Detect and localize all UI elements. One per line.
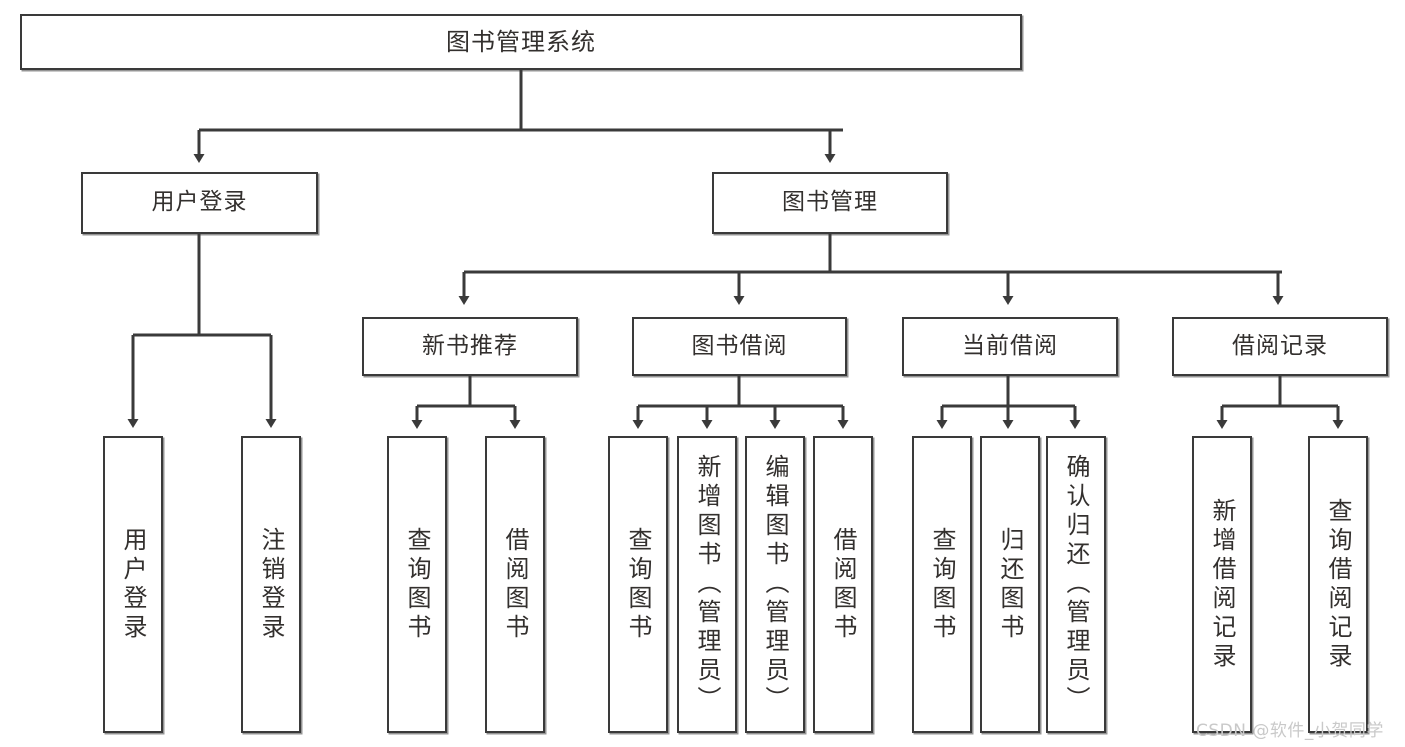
node-leaf-confirm-return-label: 确认归还（管理员）: [1062, 454, 1090, 715]
node-leaf-query-book-3[interactable]: 查询图书: [912, 436, 972, 733]
node-root-label: 图书管理系统: [446, 27, 596, 56]
node-leaf-logout-login-label: 注销登录: [257, 526, 285, 643]
node-leaf-confirm-return[interactable]: 确认归还（管理员）: [1046, 436, 1106, 733]
node-borrow-record-label: 借阅记录: [1232, 332, 1328, 359]
node-leaf-query-book-2-label: 查询图书: [624, 526, 652, 643]
node-leaf-borrow-book-1[interactable]: 借阅图书: [485, 436, 545, 733]
node-leaf-query-book-3-label: 查询图书: [928, 526, 956, 643]
node-book-manage-label: 图书管理: [782, 189, 878, 216]
node-book-borrow[interactable]: 图书借阅: [632, 317, 847, 376]
node-leaf-query-record[interactable]: 查询借阅记录: [1308, 436, 1368, 733]
node-leaf-borrow-book-2-label: 借阅图书: [829, 526, 857, 643]
node-leaf-add-book[interactable]: 新增图书（管理员）: [677, 436, 737, 733]
node-leaf-add-record[interactable]: 新增借阅记录: [1192, 436, 1252, 733]
node-leaf-query-book-2[interactable]: 查询图书: [608, 436, 668, 733]
node-leaf-logout-login[interactable]: 注销登录: [241, 436, 301, 733]
node-new-book-recommend-label: 新书推荐: [422, 332, 518, 359]
node-leaf-user-login[interactable]: 用户登录: [103, 436, 163, 733]
node-leaf-user-login-label: 用户登录: [119, 526, 147, 643]
node-leaf-return-book[interactable]: 归还图书: [980, 436, 1040, 733]
node-leaf-query-book-1[interactable]: 查询图书: [387, 436, 447, 733]
node-current-borrow-label: 当前借阅: [962, 332, 1058, 359]
node-user-login[interactable]: 用户登录: [81, 172, 318, 234]
node-book-manage[interactable]: 图书管理: [712, 172, 948, 234]
node-leaf-borrow-book-2[interactable]: 借阅图书: [813, 436, 873, 733]
node-user-login-label: 用户登录: [151, 189, 248, 216]
node-leaf-edit-book[interactable]: 编辑图书（管理员）: [745, 436, 805, 733]
node-root[interactable]: 图书管理系统: [20, 14, 1022, 70]
node-leaf-add-book-label: 新增图书（管理员）: [693, 454, 721, 715]
node-leaf-return-book-label: 归还图书: [996, 526, 1024, 643]
node-new-book-recommend[interactable]: 新书推荐: [362, 317, 578, 376]
node-leaf-query-book-1-label: 查询图书: [403, 526, 431, 643]
node-leaf-query-record-label: 查询借阅记录: [1324, 497, 1352, 672]
node-borrow-record[interactable]: 借阅记录: [1172, 317, 1388, 376]
node-leaf-edit-book-label: 编辑图书（管理员）: [761, 454, 789, 715]
node-book-borrow-label: 图书借阅: [691, 332, 788, 359]
csdn-watermark: CSDN @软件_小贺同学: [1196, 721, 1384, 741]
node-current-borrow[interactable]: 当前借阅: [902, 317, 1118, 376]
node-leaf-borrow-book-1-label: 借阅图书: [501, 526, 529, 643]
node-leaf-add-record-label: 新增借阅记录: [1208, 497, 1236, 672]
